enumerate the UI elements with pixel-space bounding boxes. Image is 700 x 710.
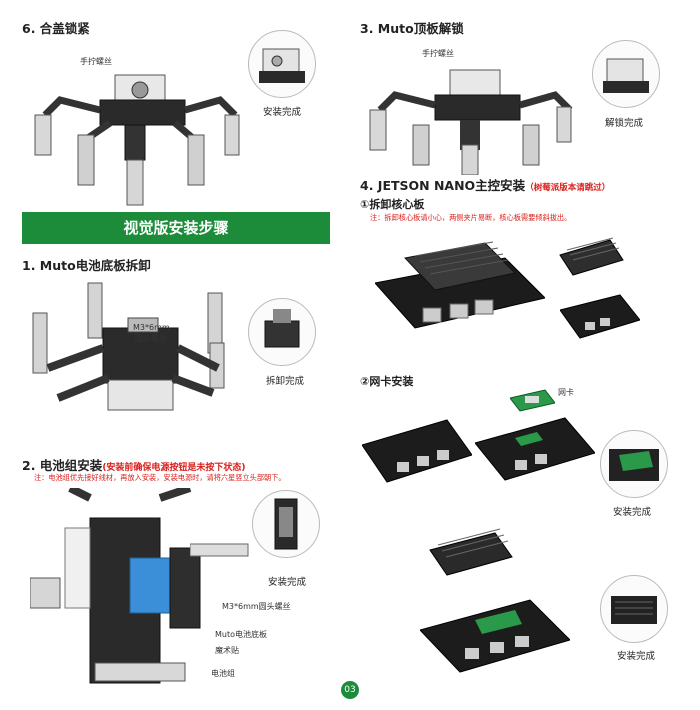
step1-robot-image xyxy=(28,268,248,443)
step2-title-main: 2. 电池组安装 xyxy=(22,458,103,473)
banner: 视觉版安装步骤 xyxy=(22,212,330,244)
step3-robot-image xyxy=(365,45,575,175)
step2-detail-circle xyxy=(252,490,320,558)
step3-detail-circle xyxy=(592,40,660,108)
step2-label-plate: Muto电池底板 xyxy=(215,630,268,639)
step3-screw-label: 手拧螺丝 xyxy=(422,49,454,58)
step2-note: 注：电池组优先接好线材，再放入安装，安装电源时，请将六星竖立头部朝下。 xyxy=(34,473,286,482)
step1-screw-label-2: 圆头螺丝 xyxy=(135,334,167,343)
step2-done-label: 安装完成 xyxy=(268,577,307,588)
step1-title: 1. Muto电池底板拆卸 xyxy=(22,258,151,273)
step1-done-label: 拆卸完成 xyxy=(266,376,305,387)
step1-screw-label-1: M3*6mm xyxy=(133,323,170,332)
step4-title-main: 4. JETSON NANO主控安装 xyxy=(360,178,526,193)
step4-title-note: （树莓派版本请跳过） xyxy=(525,183,611,193)
wifi-label: 网卡 xyxy=(558,388,574,397)
step4-sub1-title: ①拆卸核心板 xyxy=(360,198,425,211)
step2-title: 2. 电池组安装(安装前确保电源按钮是未按下状态) xyxy=(22,455,246,474)
step1-detail-circle xyxy=(248,298,316,366)
step4-sub1-note: 注：拆卸核心板请小心，两侧夹片易断，核心板需要倾斜拔出。 xyxy=(370,213,572,222)
step2-label-battery: 电池组 xyxy=(211,669,235,678)
step2-bar xyxy=(190,540,250,560)
step3-done-label: 解锁完成 xyxy=(605,118,644,129)
step4-wifi-detail-circle xyxy=(600,430,668,498)
jetson-board-with-heatsink xyxy=(375,228,545,348)
step3-title: 3. Muto顶板解锁 xyxy=(360,21,464,36)
step6-title: 6. 合盖锁紧 xyxy=(22,21,90,36)
board-b xyxy=(475,408,595,493)
step2-label-velcro: 魔术贴 xyxy=(215,646,239,655)
step6-detail-circle xyxy=(248,30,316,98)
step6-done-label: 安装完成 xyxy=(263,107,302,118)
step4-done-label-1: 安装完成 xyxy=(613,507,652,518)
step2-robot-image xyxy=(30,488,230,703)
page-number: 03 xyxy=(341,681,359,699)
step6-screw-label: 手拧螺丝 xyxy=(80,57,112,66)
carrier-board xyxy=(560,290,640,345)
step4-title: 4. JETSON NANO主控安装（树莓派版本请跳过） xyxy=(360,175,610,194)
step2-label-screw: M3*6mm圆头螺丝 xyxy=(222,602,291,611)
step4-done-label-2: 安装完成 xyxy=(617,651,656,662)
heatsink-module xyxy=(555,230,625,280)
step4-final-detail-circle xyxy=(600,575,668,643)
step4-sub2-title: ②网卡安装 xyxy=(360,375,414,388)
step2-title-note: (安装前确保电源按钮是未按下状态) xyxy=(102,463,246,473)
heatsink-reinstall xyxy=(420,515,520,585)
wifi-card xyxy=(510,388,555,413)
board-final xyxy=(420,590,570,675)
board-a xyxy=(362,410,472,495)
step6-robot-image xyxy=(30,45,245,210)
